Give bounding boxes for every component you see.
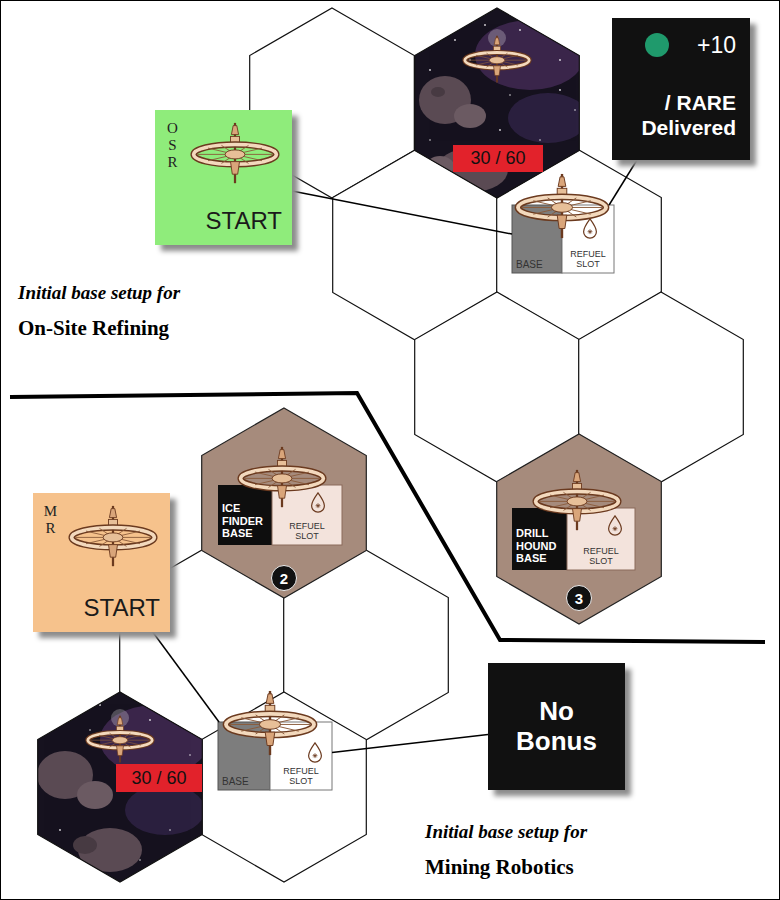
divider-line — [10, 393, 765, 642]
label-holder: Initial base setup for — [425, 821, 587, 843]
start-label: START — [84, 594, 160, 622]
strategy-code: M R — [43, 503, 58, 537]
base-label: BASE — [222, 776, 249, 787]
label-holder: Mining Robotics — [425, 855, 574, 880]
counter-box: 30 / 60 — [116, 764, 202, 792]
resource-counter: 30 / 60 — [131, 768, 186, 789]
bonus-value: +10 — [697, 32, 736, 59]
refuel-label: REFUEL SLOT — [281, 767, 321, 787]
refuel-slot: REFUEL SLOT — [272, 485, 342, 545]
caption-intro: Initial base setup for — [18, 282, 180, 304]
asteroid-hex — [33, 688, 210, 888]
base-tiles — [218, 205, 635, 790]
robot-base-label: DRILL HOUND BASE — [516, 527, 563, 565]
number-badge: 3 — [566, 585, 592, 611]
caption-intro: Initial base setup for — [425, 821, 587, 843]
refuel-label: REFUEL SLOT — [568, 250, 608, 270]
leader-line — [332, 734, 488, 752]
caption-title: On-Site Refining — [18, 316, 169, 341]
leader-line — [292, 191, 512, 234]
bonus-card: +10 / RARE Delivered — [612, 18, 750, 160]
refuel-slot: REFUEL SLOT — [270, 722, 332, 790]
start-card: O S R START — [155, 110, 292, 245]
robot-base-label: ICE FINDER BASE — [222, 502, 268, 540]
bonus-card: No Bonus — [488, 663, 625, 790]
bonus-text: / RARE Delivered — [626, 90, 736, 140]
robot-base-box: ICE FINDER BASE — [218, 485, 272, 545]
counter-box: 30 / 60 — [453, 145, 543, 172]
station-icon — [190, 122, 280, 185]
base-label: BASE — [516, 259, 543, 270]
label-holder: Initial base setup for — [18, 282, 180, 304]
leader-line — [609, 160, 637, 205]
strategy-code: O S R — [165, 120, 180, 171]
base-box: BASE — [218, 722, 270, 790]
hex-outline — [38, 692, 203, 882]
label-holder: On-Site Refining — [18, 316, 169, 341]
number-badge: 2 — [271, 565, 297, 591]
start-label: START — [206, 207, 282, 235]
refuel-slot: REFUEL SLOT — [567, 508, 635, 570]
callout-number: 2 — [280, 570, 288, 587]
refuel-label: REFUEL SLOT — [581, 547, 621, 567]
base-box: BASE — [512, 205, 562, 273]
resource-counter: 30 / 60 — [470, 148, 525, 169]
start-card: M R START — [33, 493, 170, 632]
callout-number: 3 — [575, 590, 583, 607]
hex-outline — [415, 8, 580, 198]
leader-line — [153, 632, 219, 722]
refuel-slot: REFUEL SLOT — [562, 205, 614, 273]
robot-base-box: DRILL HOUND BASE — [512, 508, 567, 570]
bonus-token — [644, 32, 670, 58]
robot-hexes — [202, 408, 662, 624]
refuel-label: REFUEL SLOT — [287, 522, 327, 542]
caption-title: Mining Robotics — [425, 855, 574, 880]
station-icon — [68, 505, 158, 568]
bonus-text: No Bonus — [504, 697, 609, 757]
